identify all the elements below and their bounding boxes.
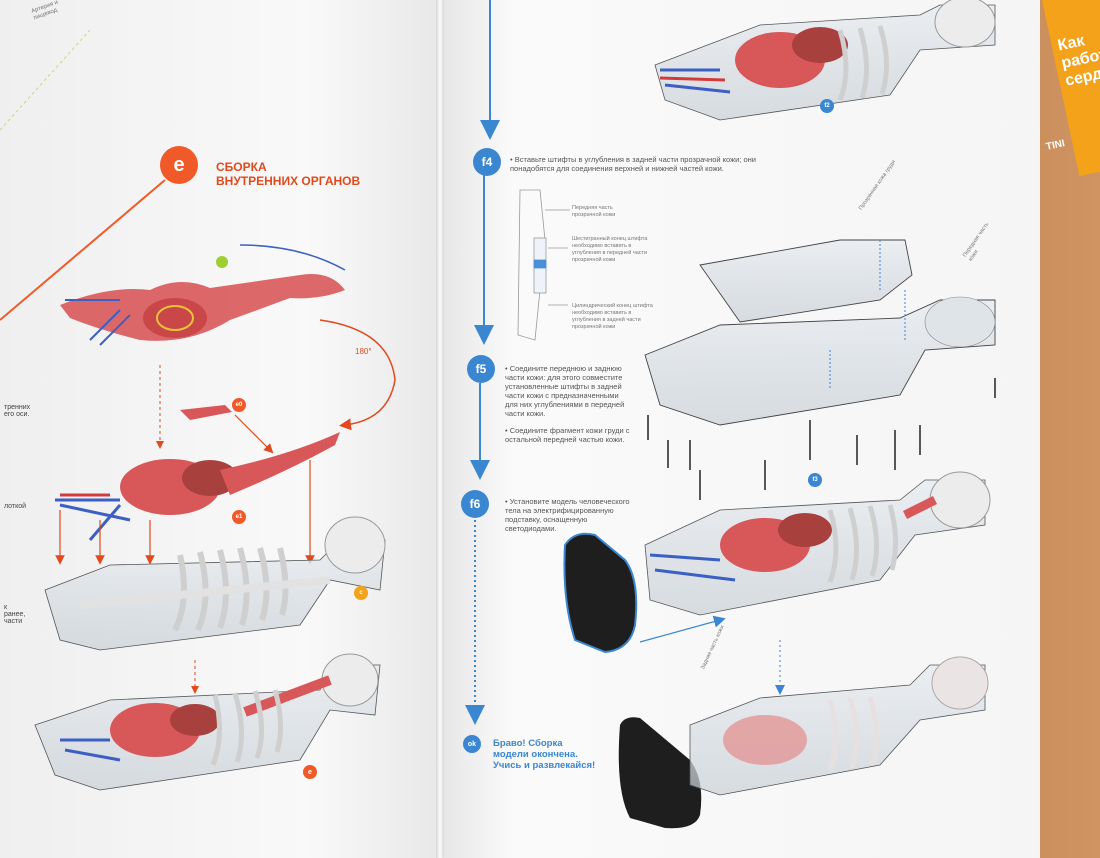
partial-text-3-line-3: части (4, 618, 23, 625)
dashed-guide (0, 29, 91, 131)
orange-leader-line (0, 179, 166, 321)
pin-label-3: Цилиндрический конец штифта необходимо в… (572, 303, 653, 330)
rotate-arrow (319, 319, 396, 431)
section-e-title-line-2: ВНУТРЕННИХ ОРГАНОВ (216, 174, 361, 188)
partial-text-3-line-1: к (4, 604, 8, 611)
pin-label-2: Шестигранный конец штифта необходимо вст… (572, 236, 648, 263)
organs-exploded (60, 244, 346, 346)
pin-diagram (517, 189, 570, 341)
step-badge-f5: f5 (467, 355, 495, 383)
partial-text-2: лоткой (4, 503, 27, 510)
step-badge-f4: f4 (473, 148, 501, 176)
partial-text-1-line-2: его оси. (4, 411, 30, 418)
step-badge-ok: ok (463, 735, 481, 753)
partial-text-1: тренних его оси. (4, 404, 30, 418)
finish-line-2: модели окончена. (493, 749, 578, 760)
step-f6-text: • Установите модель человеческого тела н… (505, 497, 630, 533)
finish-message: Браво! Сборка модели окончена. Учись и р… (493, 738, 595, 771)
page-fold (436, 0, 444, 858)
finish-line-3: Учись и развлекайся! (493, 760, 596, 771)
section-e-title-line-1: СБОРКА (216, 160, 267, 174)
pin-label-1: Передняя часть прозрачной кожи (572, 205, 616, 218)
organs-assembled (55, 432, 340, 541)
finish-line-1: Браво! Сборка (493, 738, 563, 749)
step-f4-text: • Вставьте штифты в углубления в задней … (510, 155, 756, 173)
step-badge-e: e (160, 146, 198, 184)
partial-text-3: к ранее, части (4, 604, 25, 625)
badge-e: e (303, 765, 317, 779)
step-f5-text-1: • Соедините переднюю и заднюю части кожи… (505, 364, 625, 418)
badge-e0: e0 (232, 398, 246, 412)
rotation-label: 180° (355, 347, 372, 356)
trachea-part (180, 405, 232, 420)
badge-c: c (354, 586, 368, 600)
instruction-sheet (0, 0, 1040, 858)
section-e-title: СБОРКА ВНУТРЕННИХ ОРГАНОВ (216, 160, 360, 188)
figure-f2 (654, 0, 996, 121)
figure-badge-f2: f2 (820, 99, 834, 113)
step-f5-text-2: • Соедините фрагмент кожи груди с осталь… (505, 426, 630, 444)
badge-e1: e1 (232, 510, 246, 524)
figure-badge-f3: f3 (808, 473, 822, 487)
skin-parts-exploded (644, 239, 996, 500)
partial-text-1-line-1: тренних (4, 404, 31, 411)
figure-f6-stand (563, 471, 991, 654)
figure-final (618, 656, 989, 829)
step-badge-f6: f6 (461, 490, 489, 518)
partial-text-3-line-2: ранее, (4, 611, 26, 618)
skeleton-tray-1 (44, 516, 386, 651)
skeleton-tray-2 (34, 653, 381, 791)
